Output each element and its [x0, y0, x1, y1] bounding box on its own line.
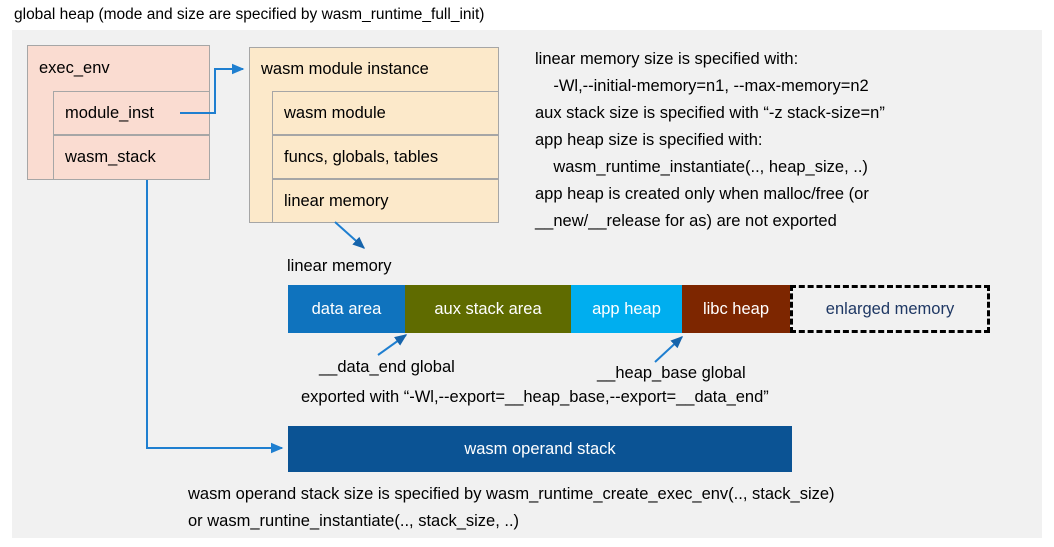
- data-end-annotation: __data_end global: [319, 358, 455, 376]
- funcs-globals-tables-label: funcs, globals, tables: [284, 147, 439, 166]
- wasm-stack-label: wasm_stack: [65, 148, 156, 166]
- exec-env-title: exec_env: [39, 58, 110, 77]
- info-text-block: linear memory size is specified with: -W…: [535, 50, 885, 230]
- module-instance-row-wasm-module: [272, 91, 499, 135]
- memory-segment-aux-stack-area: aux stack area: [405, 285, 571, 333]
- linear-memory-caption: linear memory: [287, 257, 392, 275]
- module-inst-label: module_inst: [65, 103, 154, 122]
- memory-segment-enlarged-memory: enlarged memory: [790, 285, 990, 333]
- page-title: global heap (mode and size are specified…: [14, 6, 485, 23]
- wasm-module-instance-title: wasm module instance: [261, 59, 429, 78]
- operand-stack-note: wasm operand stack size is specified by …: [188, 485, 835, 530]
- memory-segment-libc-heap: libc heap: [682, 285, 790, 333]
- linear-memory-bar: data area aux stack area app heap libc h…: [288, 285, 990, 333]
- module-instance-row-linear-memory: [272, 179, 499, 223]
- memory-segment-data-area: data area: [288, 285, 405, 333]
- heap-base-annotation: __heap_base global: [597, 364, 746, 382]
- module-instance-row-funcs-globals-tables: [272, 135, 499, 179]
- exported-with-annotation: exported with “-Wl,--export=__heap_base,…: [301, 388, 769, 406]
- wasm-operand-stack-bar: wasm operand stack: [288, 426, 792, 472]
- memory-segment-app-heap: app heap: [571, 285, 682, 333]
- wasm-module-label: wasm module: [284, 103, 386, 122]
- exec-env-row-wasm-stack: [53, 135, 210, 180]
- linear-memory-row-label: linear memory: [284, 191, 389, 210]
